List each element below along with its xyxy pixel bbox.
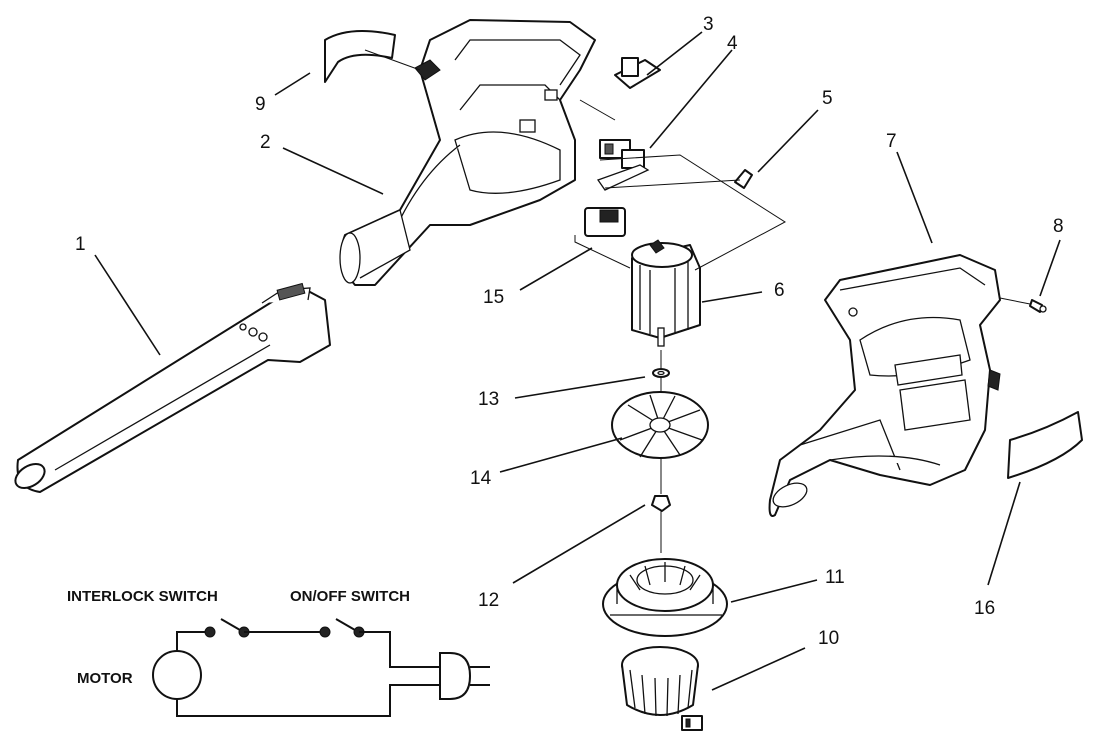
callout-labels: 1 2 3 4 5 6 7 8 9 10 11 12 13 14 15 16	[75, 14, 1064, 649]
leader-lines	[94, 31, 1061, 691]
part-screw-8	[1029, 299, 1047, 313]
part-nut	[651, 495, 671, 512]
onoff-switch-blade	[335, 618, 356, 631]
part-left-housing	[339, 19, 596, 286]
callout-1: 1	[75, 234, 86, 255]
part-blower-tube	[14, 282, 331, 493]
part-switch-block	[584, 207, 626, 237]
part-fan-housing	[602, 558, 728, 637]
assembly-axis-lines	[364, 49, 1031, 553]
part-screw-5	[734, 169, 753, 189]
onoff-switch-label: ON/OFF SWITCH	[290, 588, 410, 605]
interlock-switch-label: INTERLOCK SWITCH	[67, 588, 218, 605]
callout-5: 5	[822, 88, 833, 109]
part-switch-bracket	[614, 57, 661, 89]
part-right-housing	[768, 254, 1001, 517]
schematic-wire-bottom	[176, 684, 440, 717]
schematic-wire-top	[176, 631, 210, 651]
callout-12: 12	[478, 590, 499, 611]
part-impeller-cage	[621, 646, 703, 731]
callout-14: 14	[470, 468, 492, 489]
part-left-label	[324, 30, 396, 83]
callout-10: 10	[818, 628, 839, 649]
callout-3: 3	[703, 14, 714, 35]
callout-6: 6	[774, 280, 785, 301]
part-fan-impeller	[611, 391, 709, 459]
part-motor	[631, 239, 701, 347]
callout-8: 8	[1053, 216, 1064, 237]
plug-icon	[439, 652, 490, 700]
part-switch-assembly	[596, 139, 650, 191]
callout-4: 4	[727, 33, 738, 54]
callout-11: 11	[825, 567, 845, 588]
callout-7: 7	[886, 131, 897, 152]
interlock-switch-blade	[220, 618, 241, 631]
callout-16: 16	[974, 598, 995, 619]
part-right-label	[1007, 411, 1083, 479]
part-washer	[652, 368, 670, 378]
wiring-schematic: INTERLOCK SWITCH ON/OFF SWITCH MOTOR	[67, 588, 490, 717]
motor-symbol	[152, 650, 202, 700]
callout-9: 9	[255, 94, 266, 115]
onoff-contact-left	[319, 626, 331, 638]
motor-label: MOTOR	[77, 670, 133, 687]
callout-13: 13	[478, 389, 499, 410]
callout-2: 2	[260, 132, 271, 153]
callout-15: 15	[483, 287, 504, 308]
interlock-contact-left	[204, 626, 216, 638]
